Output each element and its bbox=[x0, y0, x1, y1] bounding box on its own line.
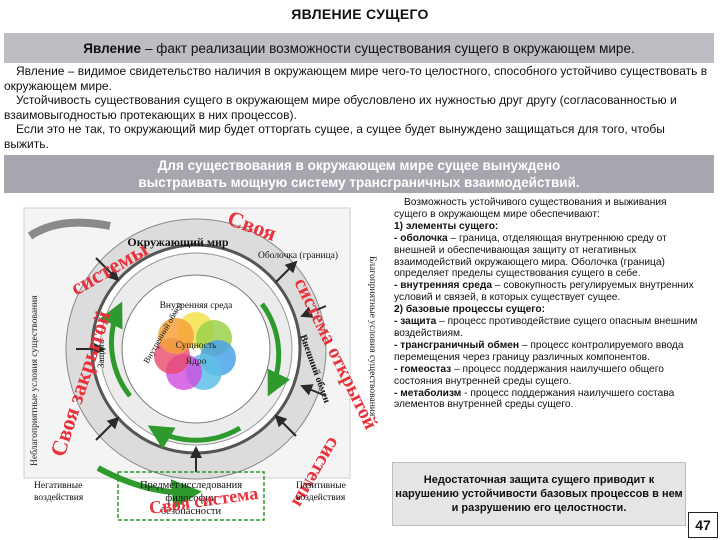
entity-diagram: Неблагоприятные условия существования Бл… bbox=[23, 205, 382, 521]
banner-line-1: Для существования в окружающем мире суще… bbox=[157, 158, 561, 173]
banner: Для существования в окружающем мире суще… bbox=[4, 155, 714, 193]
subject-label-3: безопасности bbox=[161, 506, 222, 517]
element-shell: - оболочка – граница, отделяющая внутрен… bbox=[394, 232, 667, 280]
page-number: 47 bbox=[688, 512, 718, 538]
definition-term: Явление bbox=[83, 40, 141, 56]
outer-world-label: Окружающий мир bbox=[127, 235, 229, 249]
inner-medium-label: Внутренняя среда bbox=[160, 301, 234, 311]
subject-label-1: Предмет исследования bbox=[140, 480, 242, 491]
process-defense: - защита – процесс противодействие сущег… bbox=[394, 316, 698, 339]
core-label: Ядро bbox=[186, 357, 207, 367]
subject-label-2: философии bbox=[165, 493, 217, 504]
shell-label: Оболочка (граница) bbox=[258, 250, 338, 261]
intro-paragraphs: Явление – видимое свидетельство наличия … bbox=[4, 64, 710, 151]
warning-box: Недостаточная защита сущего приводит к н… bbox=[392, 462, 686, 526]
negative-impacts-label-2: воздействия bbox=[34, 492, 84, 503]
right-explanation: Возможность устойчивого существования и … bbox=[394, 197, 702, 411]
process-exchange: - трансграничный обмен – процесс контрол… bbox=[394, 339, 684, 363]
heading-elements: 1) элементы сущего: bbox=[394, 220, 499, 232]
right-vertical-label: Благоприятные условия существования bbox=[367, 256, 377, 417]
definition-bar: Явление – факт реализации возможности су… bbox=[4, 33, 714, 63]
banner-line-2: выстраивать мощную систему трансграничны… bbox=[138, 175, 580, 190]
paragraph-3: Если это не так, то окружающий мир будет… bbox=[4, 122, 665, 151]
subject-box bbox=[117, 471, 265, 521]
definition-text: – факт реализации возможности существова… bbox=[145, 40, 635, 56]
positive-impacts-label-2: воздействия bbox=[296, 492, 346, 503]
page-title: ЯВЛЕНИЕ СУЩЕГО bbox=[291, 6, 429, 22]
paragraph-2: Устойчивость существования сущего в окру… bbox=[4, 93, 677, 122]
element-inner: - внутренняя среда – совокупность регули… bbox=[394, 280, 694, 304]
right-intro: Возможность устойчивого существования и … bbox=[394, 197, 667, 220]
negative-impacts-label-1: Негативные bbox=[34, 481, 82, 491]
core-circles bbox=[154, 312, 236, 390]
process-metabolism: - метаболизм - процесс поддержания наилу… bbox=[394, 387, 675, 411]
left-vertical-label: Неблагоприятные условия существования bbox=[29, 295, 40, 466]
essence-label: Сущность bbox=[176, 341, 218, 351]
positive-impacts-label-1: Позитивные bbox=[296, 481, 346, 491]
heading-processes: 2) базовые процессы сущего: bbox=[394, 304, 546, 316]
exchange-arrows bbox=[76, 257, 327, 472]
process-homeostasis: - гомеостаз – процесс поддержания наилуч… bbox=[394, 363, 664, 387]
paragraph-1: Явление – видимое свидетельство наличия … bbox=[4, 64, 708, 93]
warning-text: Недостаточная защита сущего приводит к н… bbox=[395, 474, 683, 514]
